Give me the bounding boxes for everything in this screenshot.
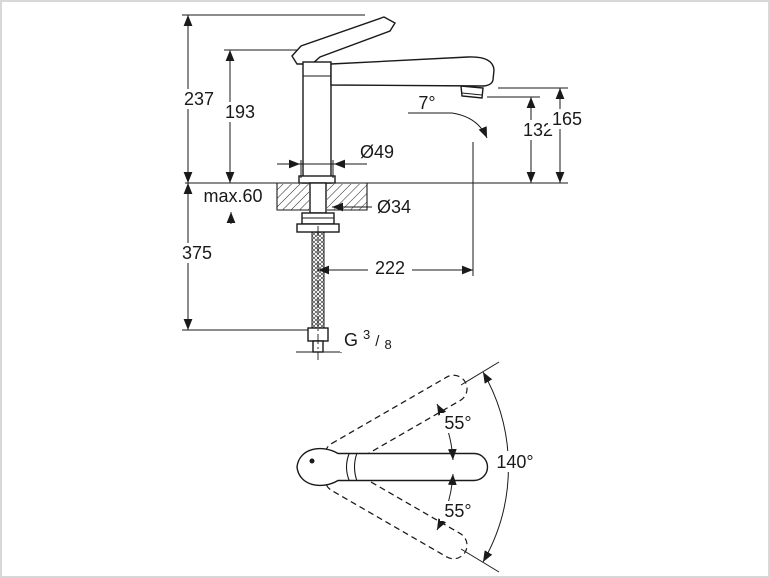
mounting-shank	[309, 182, 327, 214]
label-bg	[374, 198, 420, 216]
dim-spout-reach-label: 222	[375, 258, 405, 278]
label-bg	[440, 501, 477, 521]
dim-max-counter-label: max.60	[203, 186, 262, 206]
dimension-labels: 237 193 7° 132 165 Ø49 max.60 Ø34 375 22…	[179, 89, 586, 352]
dim-spout-angle-label: 7°	[418, 93, 435, 113]
dim-7deg-arc	[451, 112, 488, 139]
spout-neck-line-2	[353, 452, 358, 482]
label-bg	[413, 94, 441, 112]
aerator-line	[461, 92, 483, 96]
spout-top-view	[296, 447, 489, 487]
label-bg	[368, 258, 412, 278]
spout-neck-line-1	[345, 453, 350, 481]
dimension-lines	[182, 14, 568, 353]
label-bg	[354, 142, 399, 161]
thread-denominator: 8	[384, 337, 391, 352]
side-view: 237 193 7° 132 165 Ø49 max.60 Ø34 375 22…	[179, 14, 586, 360]
ext-line-140-top	[460, 361, 500, 386]
countertop	[185, 182, 568, 211]
spout-outlet	[460, 85, 484, 99]
label-bg	[519, 120, 557, 140]
thread-numerator: 3	[363, 327, 370, 342]
countertop-hatch-left	[277, 184, 309, 210]
dim-swivel-upper-label: 55°	[444, 413, 471, 433]
dim-base-diameter-label: Ø49	[360, 142, 394, 162]
faucet-outline	[291, 16, 495, 360]
thread-slash: /	[375, 333, 380, 350]
swivel-labels: 55° 140° 55°	[440, 413, 540, 521]
dim-outlet-height-label: 132	[523, 120, 553, 140]
dim-below-depth-label: 375	[182, 243, 212, 263]
dim-body-height-label: 193	[225, 102, 255, 122]
label-bg	[340, 329, 394, 352]
dim-thread-label: G 3 / 8	[344, 323, 392, 352]
dim-total-height-label: 237	[184, 89, 214, 109]
dim-spout-tip-height-label: 165	[552, 109, 582, 129]
dim-swivel-total-label: 140°	[496, 452, 533, 472]
label-bg	[181, 89, 218, 109]
top-view: 55° 140° 55°	[296, 361, 540, 573]
label-bg	[202, 186, 265, 205]
label-bg	[491, 451, 540, 472]
base-escutcheon	[298, 175, 336, 184]
ext-line-140-bottom	[460, 548, 500, 573]
dim-swivel-lower-label: 55°	[444, 501, 471, 521]
countertop-hatch-right	[327, 184, 367, 210]
handle-lever	[291, 16, 396, 65]
label-bg	[221, 102, 259, 122]
pivot-dot	[309, 458, 315, 464]
faucet-body	[302, 61, 332, 184]
thread-prefix: G	[344, 330, 358, 350]
dim-hole-diameter-label: Ø34	[377, 197, 411, 217]
spout	[330, 56, 495, 87]
label-bg	[548, 109, 586, 129]
label-bg	[440, 413, 477, 433]
label-bg	[179, 243, 216, 263]
